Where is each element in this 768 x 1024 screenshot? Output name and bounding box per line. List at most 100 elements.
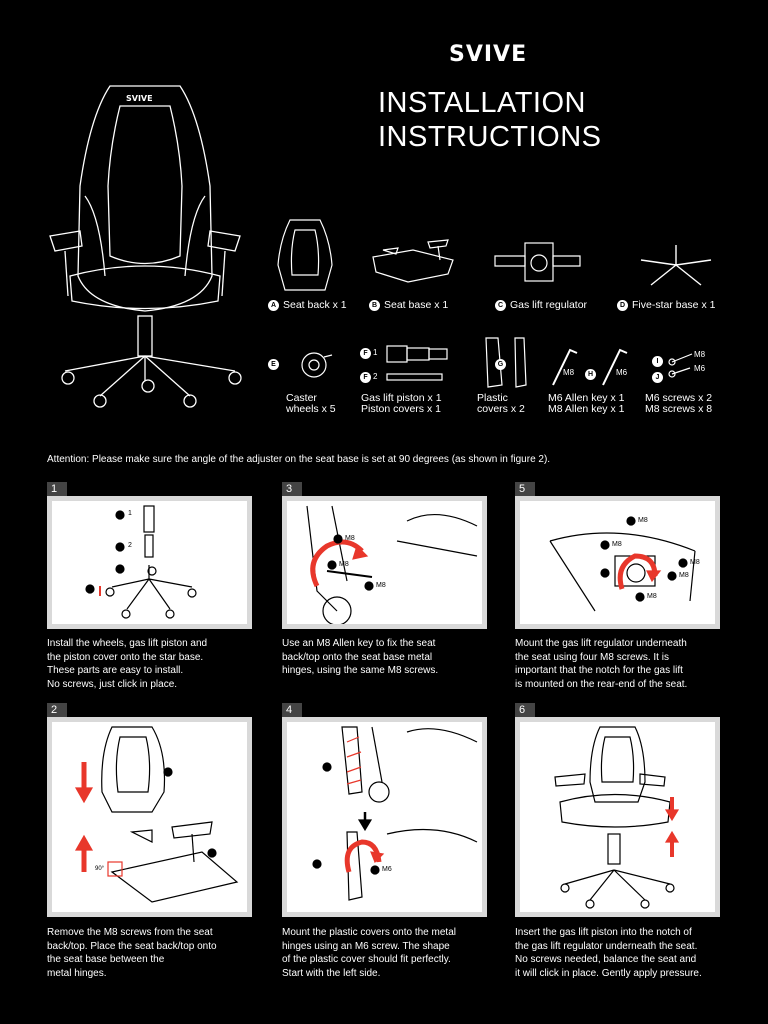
piston-text: Gas lift piston x 1 Piston covers x 1 [361,393,442,415]
step-6-line: Insert the gas lift piston into the notc… [515,927,692,938]
step-4-text: Mount the plastic covers onto the metal … [282,926,492,980]
part-gas-lift-regulator [490,238,585,286]
covers-text: Plastic covers x 2 [477,393,525,415]
step-5-m8-label: M8 [690,559,700,566]
label-text: Seat back x 1 [283,299,347,311]
step-1-f2-label: 2 [128,542,132,549]
part-five-star-base [636,240,716,290]
badge-g: G [495,359,506,370]
step-4-line: Mount the plastic covers onto the metal [282,927,456,938]
piston-num-2: 2 [373,372,378,381]
covers-line-1: Plastic [477,392,508,404]
step-6-line: it will click in place. Gently apply pre… [515,967,702,979]
step-6-line: the gas lift regulator underneath the se… [515,940,698,952]
step-5-text: Mount the gas lift regulator underneath … [515,637,725,691]
caster-line-2: wheels x 5 [286,403,336,415]
piston-num-1: 1 [373,348,378,357]
step-4-m6-label: M6 [382,866,392,873]
step-5-line: is mounted on the rear-end of the seat. [515,678,688,690]
step-3-figure: M8 M8 M8 [282,496,487,629]
piston-line-1: Gas lift piston x 1 [361,392,442,404]
step-3-m8-label: M8 [345,535,355,542]
step-2-line: metal hinges. [47,967,107,979]
step-5-m8-label: M8 [679,572,689,579]
key-m6-label: M6 [616,368,628,377]
key-m8-label: M8 [563,368,575,377]
step-1-line: the piston cover onto the star base. [47,651,204,663]
step-6-line: No screws needed, balance the seat and [515,954,697,965]
caster-text: Caster wheels x 5 [286,393,336,415]
part-plastic-covers: G [478,335,527,390]
screws-line-2: M8 screws x 8 [645,403,713,415]
badge-a: A [268,299,279,311]
svg-text:SVIVE: SVIVE [126,94,153,103]
step-1-figure: 1 2 [47,496,252,629]
step-5-number: 5 [515,482,535,496]
label-text: Seat base x 1 [384,299,449,311]
screw-m8-label: M8 [694,350,706,359]
keys-line-1: M6 Allen key x 1 [548,392,625,404]
step-5-figure: M8 M8 M8 M8 M8 [515,496,720,629]
step-1-number: 1 [47,482,67,496]
step-3-line: back/top onto the seat base metal [282,651,433,663]
step-4-line: of the plastic cover should fit perfectl… [282,954,451,965]
step-5-line: Mount the gas lift regulator underneath [515,638,687,649]
label-text: Five-star base x 1 [632,299,716,311]
badge-h: H [585,369,596,380]
screws-line-1: M6 screws x 2 [645,392,713,404]
step-6-figure [515,717,720,917]
step-1-line: Install the wheels, gas lift piston and [47,638,208,649]
badge-b: B [369,299,380,311]
badge-j: J [652,372,663,383]
hero-chair-illustration: SVIVE [40,76,250,416]
step-2-line: back/top. Place the seat back/top onto [47,940,217,952]
step-1-text: Install the wheels, gas lift piston and … [47,637,257,691]
title-line-1: INSTALLATION [378,87,586,119]
step-3-m8-label: M8 [376,582,386,589]
covers-line-2: covers x 2 [477,403,525,415]
step-2-line: Remove the M8 screws from the seat [47,927,213,938]
part-seat-back [270,215,340,295]
step-5-m8-label: M8 [638,517,648,524]
part-label-seat-base: B Seat base x 1 [369,299,448,311]
step-5-line: the seat using four M8 screws. It is [515,651,669,663]
keys-line-2: M8 Allen key x 1 [548,403,625,415]
title-line-2: INSTRUCTIONS [378,121,602,153]
step-2-angle-label: 90° [95,866,105,872]
step-2-text: Remove the M8 screws from the seat back/… [47,926,257,980]
step-4-number: 4 [282,703,302,717]
piston-line-2: Piston covers x 1 [361,403,441,415]
step-4-figure: M6 [282,717,487,917]
keys-text: M6 Allen key x 1 M8 Allen key x 1 [548,393,624,415]
badge-e: E [268,359,279,370]
badge-d: D [617,299,628,311]
step-3-line: hinges, using the same M8 screws. [282,665,439,676]
label-text: Gas lift regulator [510,299,588,311]
part-seat-base [368,232,458,287]
step-1-line: No screws, just click in place. [47,678,178,690]
step-3-text: Use an M8 Allen key to fix the seat back… [282,637,492,678]
badge-f2: F [360,372,371,383]
step-5-m8-label: M8 [647,593,657,600]
badge-i: I [652,356,663,367]
step-3-line: Use an M8 Allen key to fix the seat [282,638,436,649]
part-label-gas-lift-regulator: C Gas lift regulator [495,299,587,311]
step-3-number: 3 [282,482,302,496]
brand-logo: SVIVE [449,42,528,67]
step-2-figure: 90° [47,717,252,917]
part-allen-keys: M8 H M6 [545,345,635,390]
page-title: INSTALLATION INSTRUCTIONS [378,86,602,154]
step-5-m8-label: M8 [612,541,622,548]
step-4-line: Start with the left side. [282,967,381,979]
step-6-text: Insert the gas lift piston into the notc… [515,926,725,980]
part-label-five-star-base: D Five-star base x 1 [617,299,715,311]
badge-c: C [495,299,506,311]
step-3-m8-label: M8 [339,561,349,568]
screws-text: M6 screws x 2 M8 screws x 8 [645,393,712,415]
part-label-seat-back: A Seat back x 1 [268,299,347,311]
screw-m6-label: M6 [694,364,706,373]
attention-note: Attention: Please make sure the angle of… [47,454,551,465]
step-4-line: hinges using an M6 screw. The shape [282,940,450,952]
badge-f1: F [360,348,371,359]
step-6-number: 6 [515,703,535,717]
